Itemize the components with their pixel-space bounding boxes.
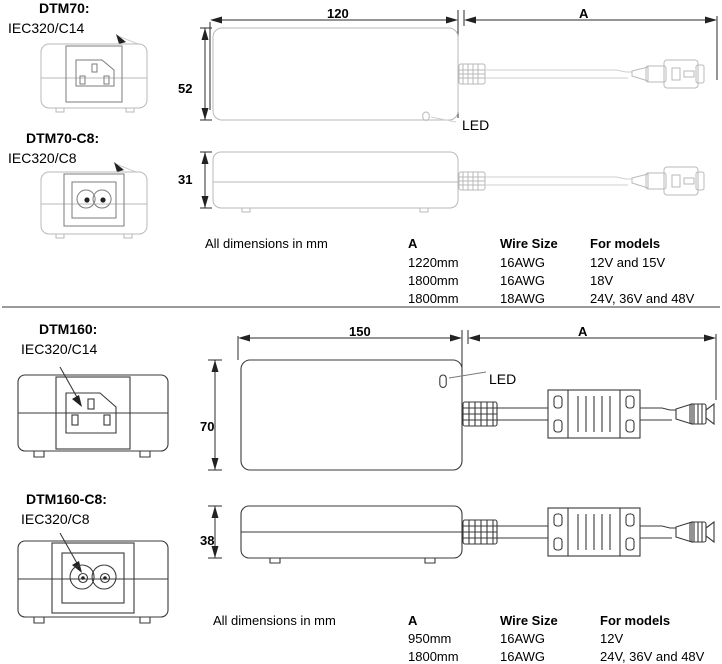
dtm160-side-height-dim: 38 — [200, 533, 215, 548]
table-row: 1800mm — [408, 291, 459, 306]
dtm70-c14-subtitle: IEC320/C14 — [8, 20, 85, 36]
dtm70-length-dim: 120 — [327, 6, 349, 21]
dtm160-c8-title: DTM160-C8: — [26, 491, 107, 507]
table-row: 24V, 36V and 48V — [600, 649, 705, 664]
dtm70-th-wire: Wire Size — [500, 236, 558, 251]
dtm70-th-a: A — [408, 236, 418, 251]
iec-c8-inlet-icon — [30, 160, 162, 242]
iec-c8-inlet-icon — [8, 525, 178, 645]
dtm160-height-dim: 70 — [200, 419, 215, 434]
dtm70-c8-title: DTM70-C8: — [26, 130, 100, 146]
dtm160-th-a: A — [408, 613, 418, 628]
dtm160-title: DTM160: — [39, 321, 98, 337]
dtm70-height-dim: 52 — [178, 81, 193, 96]
table-row: 24V, 36V and 48V — [590, 291, 695, 306]
dtm70-note: All dimensions in mm — [205, 236, 328, 251]
dtm160-c8-subtitle: IEC320/C8 — [21, 511, 90, 527]
dtm70-title: DTM70: — [39, 0, 90, 16]
dtm160-note: All dimensions in mm — [213, 613, 336, 628]
dtm160-c14-subtitle: IEC320/C14 — [21, 341, 98, 357]
table-row: 1800mm — [408, 273, 459, 288]
dtm70-cable-dim: A — [579, 6, 589, 21]
table-row: 950mm — [408, 631, 452, 646]
table-row: 18AWG — [500, 291, 546, 306]
table-row: 1220mm — [408, 255, 459, 270]
dtm70-drawing — [180, 0, 722, 230]
table-row: 1800mm — [408, 649, 459, 664]
table-row: 16AWG — [500, 255, 546, 270]
section-divider — [2, 306, 720, 308]
table-row: 18V — [590, 273, 614, 288]
dtm70-th-models: For models — [590, 236, 661, 251]
dtm160-th-models: For models — [600, 613, 671, 628]
dtm160-drawing — [200, 318, 722, 598]
dtm160-length-dim: 150 — [349, 324, 371, 339]
table-row: 16AWG — [500, 273, 546, 288]
iec-c14-inlet-icon — [30, 32, 162, 116]
iec-c14-inlet-icon — [8, 355, 178, 475]
table-row: 12V and 15V — [590, 255, 666, 270]
table-row: 12V — [600, 631, 624, 646]
dtm160-cable-dim: A — [578, 324, 588, 339]
dtm70-side-height-dim: 31 — [178, 172, 193, 187]
table-row: 16AWG — [500, 649, 546, 664]
dtm160-led-label: LED — [489, 371, 517, 387]
table-row: 16AWG — [500, 631, 546, 646]
dtm70-led-label: LED — [462, 117, 490, 133]
dtm70-c8-subtitle: IEC320/C8 — [8, 150, 77, 166]
dtm160-th-wire: Wire Size — [500, 613, 558, 628]
